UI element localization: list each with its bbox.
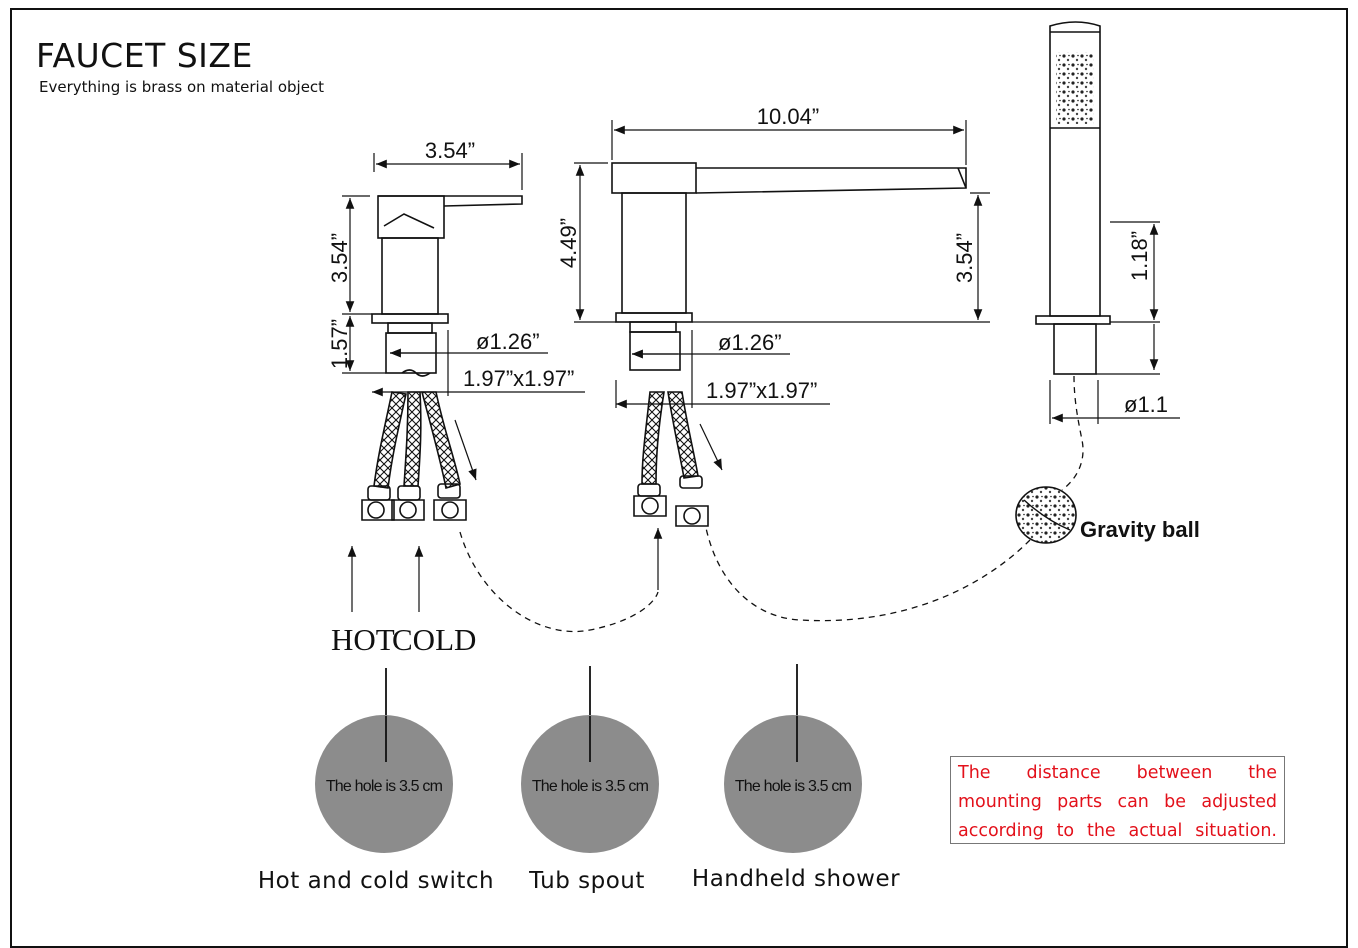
switch-plate-label: 1.97”x1.97” [463, 366, 574, 391]
shower-height-label: 1.18” [1127, 231, 1152, 281]
gravity-ball-label: Gravity ball [1080, 517, 1200, 542]
note-line-3: according to the actual situation. [958, 821, 1277, 841]
spout-hoses [633, 391, 709, 527]
caption-spout: Tub spout [528, 868, 645, 894]
faucet-diagram: The hole is 3.5 cm The hole is 3.5 cm Th… [258, 21, 1200, 894]
note-line-2: mounting parts can be adjusted [958, 792, 1277, 812]
spout-diameter-label: ø1.26” [718, 330, 782, 355]
switch-base-height-label: 1.57” [327, 319, 352, 369]
spout-drawing [611, 162, 967, 371]
shower-drawing [1035, 21, 1111, 375]
hole-spout: The hole is 3.5 cm [521, 715, 659, 853]
caption-switch: Hot and cold switch [258, 868, 494, 894]
page-title: FAUCET SIZE [36, 36, 253, 75]
switch-diameter-label: ø1.26” [476, 329, 540, 354]
cold-label: COLD [392, 622, 476, 657]
spout-outlet-height-label: 3.54” [952, 233, 977, 283]
gravity-ball [1015, 486, 1077, 544]
hole-shower: The hole is 3.5 cm [724, 715, 862, 853]
page-subtitle: Everything is brass on material object [39, 78, 325, 96]
note-line-1: The distance between the [958, 763, 1277, 783]
spout-height-label: 4.49” [556, 218, 581, 268]
switch-height-label: 3.54” [327, 233, 352, 283]
spout-plate-label: 1.97”x1.97” [706, 378, 817, 403]
hole-switch-text: The hole is 3.5 cm [326, 778, 443, 795]
shower-diameter-label: ø1.1 [1124, 392, 1168, 417]
hot-label: HOT [331, 622, 395, 657]
hole-switch: The hole is 3.5 cm [315, 715, 453, 853]
switch-hoses [361, 391, 467, 521]
hole-spout-text: The hole is 3.5 cm [532, 778, 649, 795]
switch-width-label: 3.54” [425, 138, 475, 163]
hole-shower-text: The hole is 3.5 cm [735, 778, 852, 795]
caption-shower: Handheld shower [692, 866, 900, 892]
adjustment-note: The distance between the mounting parts … [950, 756, 1285, 844]
spout-length-label: 10.04” [757, 104, 819, 129]
